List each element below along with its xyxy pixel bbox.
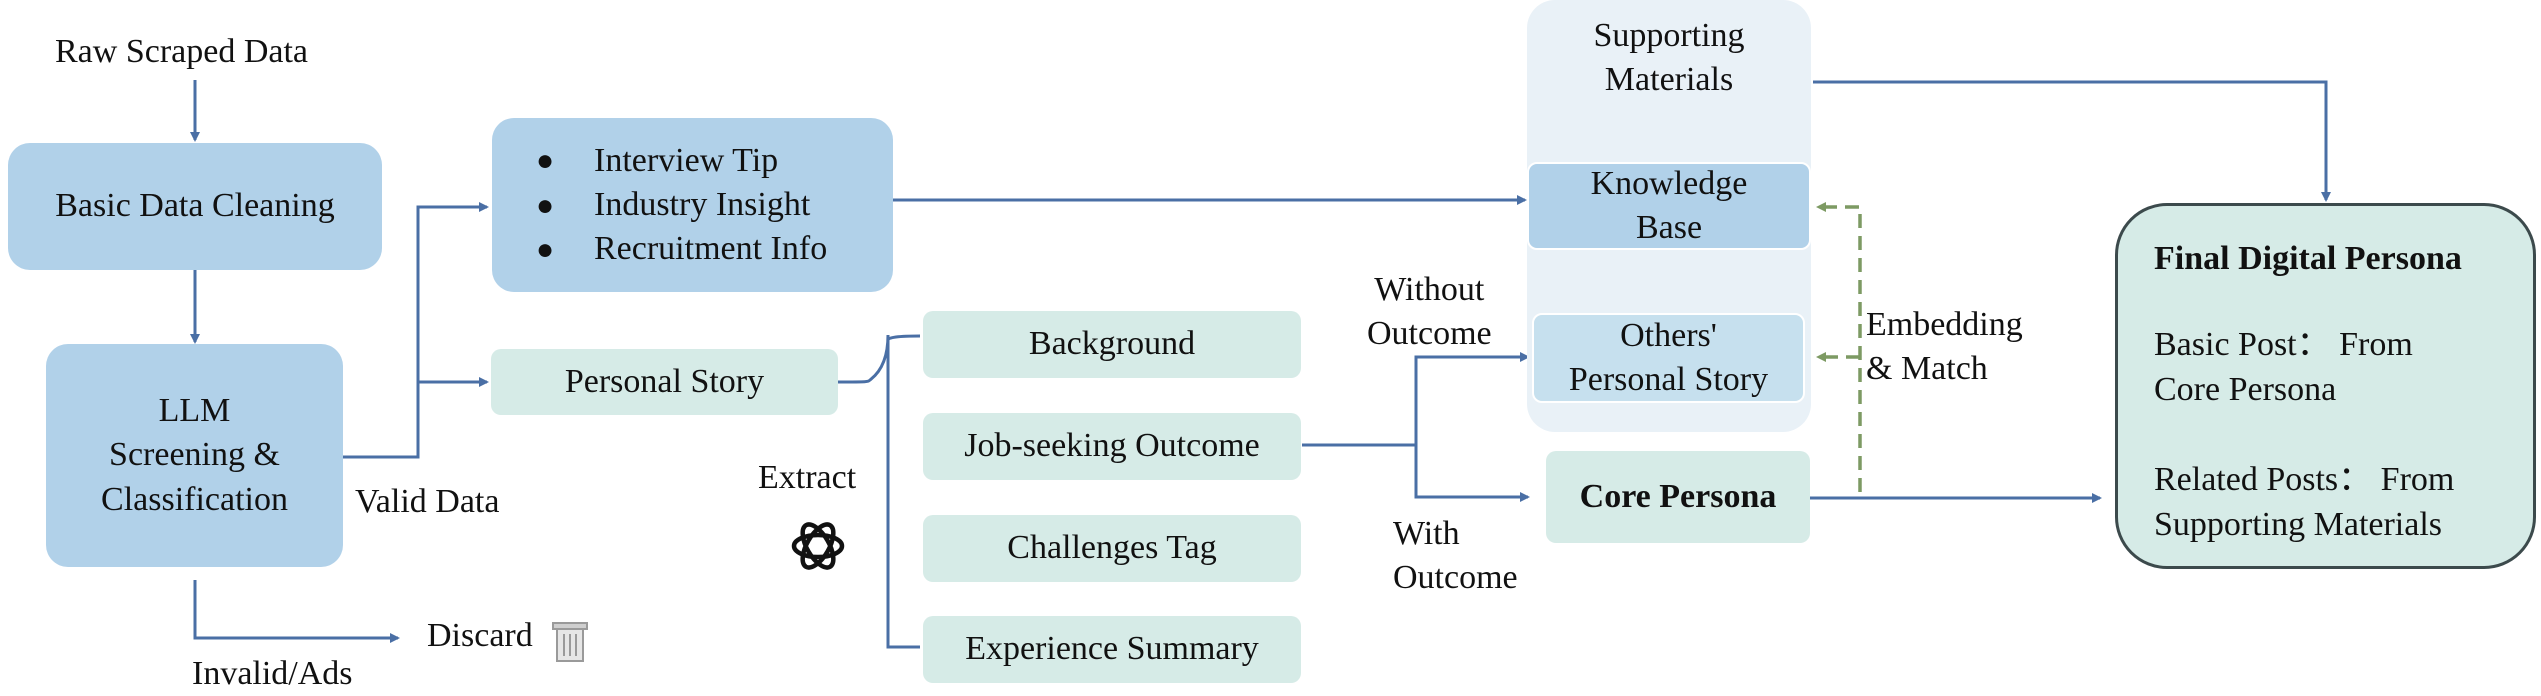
final-related-line-2: Supporting Materials xyxy=(2154,506,2443,544)
bullet-icon: ● xyxy=(536,232,555,266)
with-line-2: Outcome xyxy=(1393,559,1518,597)
bullet-icon: ● xyxy=(536,188,555,222)
llm-line-1: LLM xyxy=(158,392,231,430)
tag-challenges: Challenges Tag xyxy=(923,515,1301,582)
info-item: ● Interview Tip xyxy=(524,139,778,183)
info-item-text: Industry Insight xyxy=(594,185,811,223)
trash-icon xyxy=(552,622,588,662)
bracket-personal-story xyxy=(837,334,921,649)
tag-job-outcome: Job-seeking Outcome xyxy=(923,413,1301,480)
llm-line-2: Screening & xyxy=(109,436,280,474)
basic-cleaning-box: Basic Data Cleaning xyxy=(8,143,382,270)
embedding-line-2: & Match xyxy=(1866,350,1988,388)
knowledge-line-2: Base xyxy=(1635,209,1703,246)
final-related-posts: Related Posts： From Supporting Materials xyxy=(2154,457,2533,548)
others-story-box: Others' Personal Story xyxy=(1532,313,1805,403)
without-line-2: Outcome xyxy=(1367,315,1492,353)
embedding-match-label: Embedding & Match xyxy=(1866,303,2023,391)
dashed-embedding-main xyxy=(1816,202,1862,492)
tag-experience-summary: Experience Summary xyxy=(923,616,1301,683)
arrow-supporting-to-final xyxy=(1813,80,2331,202)
final-persona-title: Final Digital Persona xyxy=(2154,240,2462,277)
llm-line-3: Classification xyxy=(101,480,288,518)
knowledge-line-1: Knowledge xyxy=(1590,164,1748,202)
arrow-with-outcome xyxy=(1414,445,1530,502)
final-basic-line-1: Basic Post： From xyxy=(2154,325,2413,363)
raw-data-label: Raw Scraped Data xyxy=(55,33,309,70)
final-basic-line-2: Core Persona xyxy=(2154,371,2337,409)
final-basic-post: Basic Post： From Core Persona xyxy=(2154,322,2533,413)
without-line-1: Without xyxy=(1374,271,1485,308)
others-line-2: Personal Story xyxy=(1568,361,1769,398)
with-outcome-label: With Outcome xyxy=(1393,512,1518,600)
valid-data-label: Valid Data xyxy=(355,483,500,520)
info-item-text: Recruitment Info xyxy=(594,230,828,268)
without-outcome-label: Without Outcome xyxy=(1367,268,1492,356)
arrow-to-discard xyxy=(193,580,400,643)
knowledge-base-box: Knowledge Base xyxy=(1527,162,1811,250)
info-item: ● Recruitment Info xyxy=(524,227,827,271)
openai-extract-icon xyxy=(794,520,842,573)
tag-background: Background xyxy=(923,311,1301,378)
personal-story-box: Personal Story xyxy=(491,349,838,415)
extract-label: Extract xyxy=(758,459,857,496)
embedding-line-1: Embedding xyxy=(1866,306,2023,343)
supporting-line-2: Materials xyxy=(1604,61,1734,99)
info-item: ● Industry Insight xyxy=(524,183,810,227)
supporting-materials-label: Supporting Materials xyxy=(1527,14,1811,102)
llm-classification-box: LLM Screening & Classification xyxy=(46,344,343,567)
arrow-llm-to-split xyxy=(343,202,489,459)
core-persona-box: Core Persona xyxy=(1546,451,1810,543)
invalid-ads-label: Invalid/Ads xyxy=(192,655,353,692)
bullet-icon: ● xyxy=(536,144,555,178)
arrow-outcome-split xyxy=(1302,352,1530,447)
supporting-line-1: Supporting xyxy=(1593,17,1745,54)
info-box: ● Interview Tip ● Industry Insight ● Recrui… xyxy=(492,118,893,292)
final-digital-persona-box: Final Digital Persona Basic Post： From C… xyxy=(2115,203,2536,569)
with-line-1: With xyxy=(1393,515,1460,552)
info-item-text: Interview Tip xyxy=(594,141,779,179)
others-line-1: Others' xyxy=(1620,316,1717,354)
final-related-line-1: Related Posts： From xyxy=(2154,460,2455,498)
discard-label: Discard xyxy=(427,617,533,654)
